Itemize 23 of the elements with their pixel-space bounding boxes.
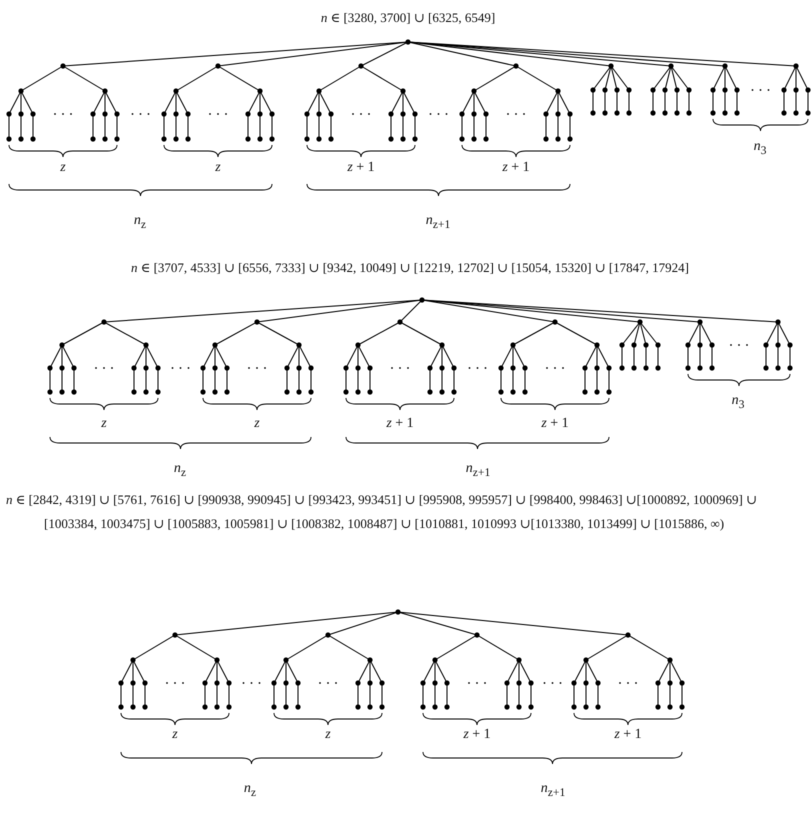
brace-label: z + 1: [386, 416, 414, 432]
brace-label: n$_{3}$: [754, 139, 766, 157]
range-formula: n ∈ [3707, 4533] ∪ [6556, 7333] ∪ [9342, 10049] ∪ [12219, 12702] ∪ [15054, 15320] ∪ [17847, 17924]: [130, 260, 690, 276]
brace-label: z + 1: [541, 416, 569, 432]
brace-label: z: [325, 727, 331, 743]
brace-label: z: [60, 160, 66, 176]
brace-label: n$_{z}$: [244, 781, 256, 799]
brace-label: n$_{3}$: [732, 393, 744, 411]
range-formula: n ∈ [2842, 4319] ∪ [5761, 7616] ∪ [990938, 990945] ∪ [993423, 993451] ∪ [995908, 995957] ∪ [998400, 998463] ∪[1000892, 1000969] ∪ [1003384, 1003475] ∪ [1005883, 1005981] ∪ [1008382, 1008487] ∪ [1010881, 1010993 ∪[1013380, 1013499] ∪ [1015886, ∞): [6, 491, 758, 533]
brace-label: n$_{z}$: [134, 213, 146, 231]
brace-label: z: [215, 160, 221, 176]
range-formula: n ∈ [3280, 3700] ∪ [6325, 6549]: [320, 10, 496, 26]
brace-label: z + 1: [463, 727, 491, 743]
brace-label: z + 1: [347, 160, 375, 176]
brace-label: z + 1: [502, 160, 530, 176]
brace-label: z: [172, 727, 178, 743]
brace-label: z + 1: [614, 727, 642, 743]
brace-label: n$_{z+1}$: [466, 461, 490, 479]
brace-label: z: [101, 416, 107, 432]
brace-label: n$_{z}$: [174, 461, 186, 479]
brace-label: z: [254, 416, 260, 432]
brace-label: n$_{z+1}$: [426, 213, 450, 231]
brace-label: n$_{z+1}$: [540, 781, 566, 799]
